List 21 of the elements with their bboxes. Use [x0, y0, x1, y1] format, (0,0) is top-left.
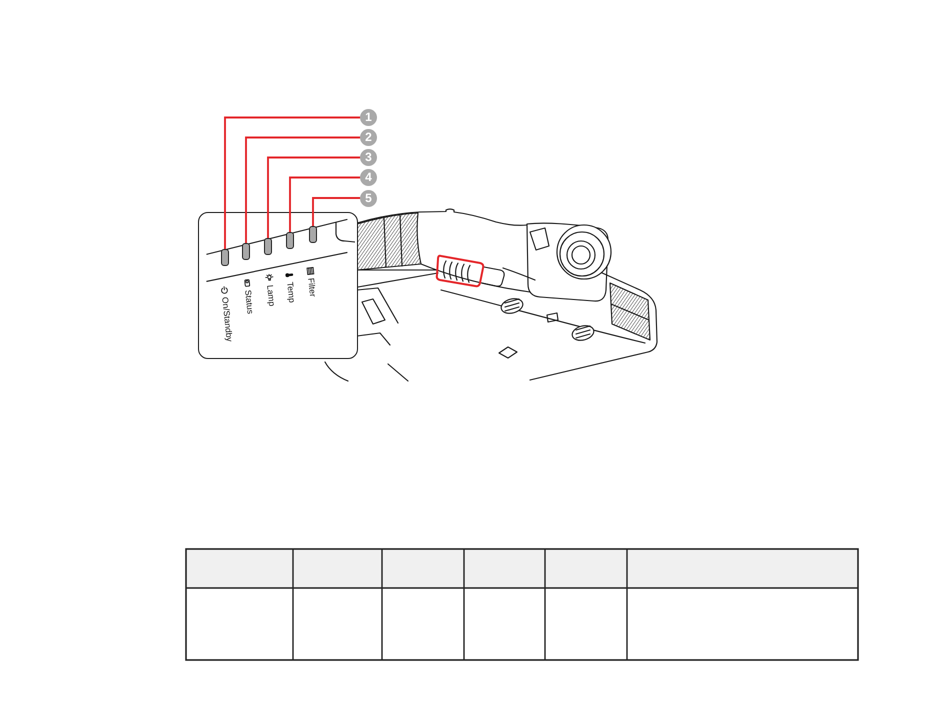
indicator-label: Status [244, 290, 256, 315]
indicator-light [264, 238, 272, 255]
leader-line [312, 197, 360, 226]
callout-number: 2 [360, 129, 377, 146]
leader-line [224, 116, 360, 249]
callout-number: 5 [360, 190, 377, 206]
leader-line [267, 156, 360, 238]
indicator-label: Filter [306, 278, 318, 298]
indicator-panel [198, 212, 358, 359]
indicator-label: Lamp [266, 284, 278, 307]
indicator-light [221, 249, 229, 266]
indicator-label: Temp [286, 282, 298, 304]
leader-line [289, 176, 360, 232]
callout-number: 4 [360, 169, 377, 186]
indicator-light [242, 243, 250, 260]
leader-line [245, 136, 360, 243]
callout-number: 3 [360, 149, 377, 166]
indicator-label: On/Standby [220, 296, 236, 342]
callout-number: 1 [360, 109, 377, 126]
indicator-light [286, 232, 294, 249]
indicator-light [309, 226, 317, 243]
